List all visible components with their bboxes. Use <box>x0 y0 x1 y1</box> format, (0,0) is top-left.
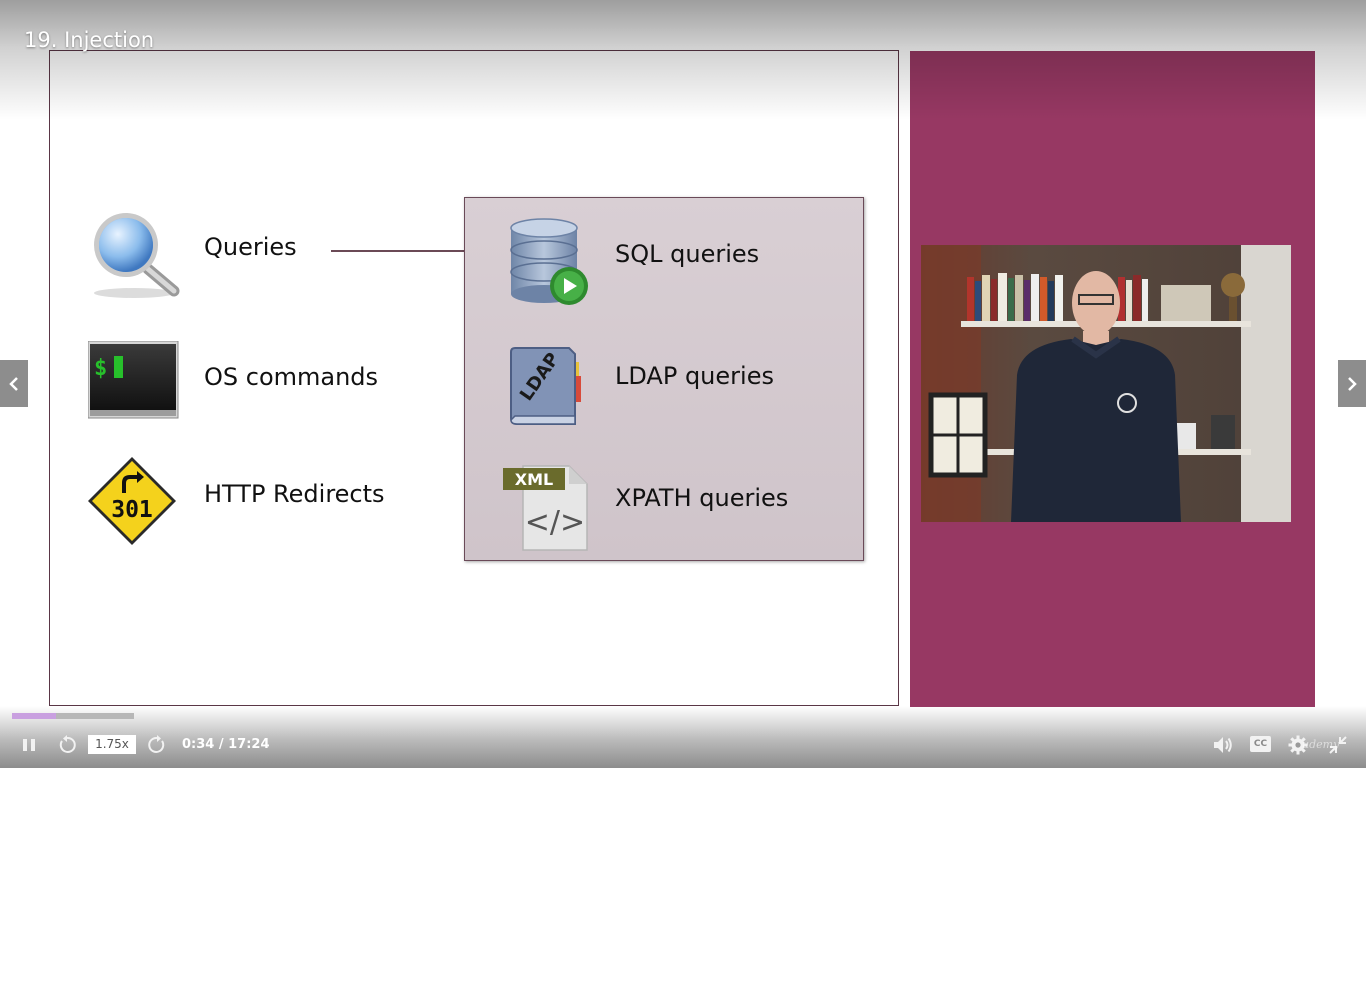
video-player[interactable]: Queries $ OS commands 301 <box>0 0 1366 768</box>
chevron-right-icon <box>1348 376 1357 391</box>
time-display: 0:34 / 17:24 <box>182 737 270 752</box>
webcam-scene <box>921 245 1291 522</box>
settings-icon[interactable] <box>1288 735 1308 755</box>
chevron-left-icon <box>9 376 18 391</box>
sub-item-xpath-label: XPATH queries <box>615 484 789 512</box>
xml-glyph: </> <box>525 505 585 540</box>
redirect-sign-text: 301 <box>111 497 153 523</box>
xml-file-icon: XML </> <box>503 465 588 551</box>
magnifier-icon <box>94 213 180 298</box>
item-os-commands-label: OS commands <box>204 363 379 391</box>
item-http-redirects-label: HTTP Redirects <box>204 480 385 508</box>
injection-types-box: SQL queries LDAP LDAP queries XML </> XP… <box>464 197 864 561</box>
item-queries-label: Queries <box>204 233 297 261</box>
captions-icon[interactable]: CC <box>1250 736 1271 752</box>
ldap-book-icon: LDAP <box>510 347 581 425</box>
xml-badge: XML <box>515 470 553 489</box>
connector-line <box>331 250 465 252</box>
instructor-panel <box>910 51 1315 707</box>
forward-icon[interactable] <box>147 735 167 755</box>
next-lecture-button[interactable] <box>1338 360 1366 407</box>
control-bar: 1.75x 0:34 / 17:24 CC <box>0 706 1366 768</box>
svg-text:$: $ <box>94 356 107 381</box>
playback-speed-button[interactable]: 1.75x <box>88 735 136 754</box>
terminal-icon: $ <box>88 341 179 419</box>
instructor-webcam <box>921 245 1291 522</box>
udemy-watermark: udemy <box>1302 738 1340 751</box>
rewind-icon[interactable] <box>57 735 77 755</box>
lecture-title: 19. Injection <box>24 28 155 52</box>
progress-bar[interactable] <box>12 713 134 719</box>
pause-icon[interactable] <box>21 737 37 753</box>
previous-lecture-button[interactable] <box>0 360 28 407</box>
slide: Queries $ OS commands 301 <box>49 50 899 706</box>
redirect-sign-icon: 301 <box>88 457 176 545</box>
sub-item-ldap-label: LDAP queries <box>615 362 774 390</box>
volume-icon[interactable] <box>1212 735 1234 755</box>
sub-item-sql-label: SQL queries <box>615 240 760 268</box>
progress-fill <box>12 713 56 719</box>
fullscreen-exit-icon[interactable] <box>1328 735 1348 755</box>
captions-label: CC <box>1253 739 1268 749</box>
database-icon <box>510 218 588 305</box>
